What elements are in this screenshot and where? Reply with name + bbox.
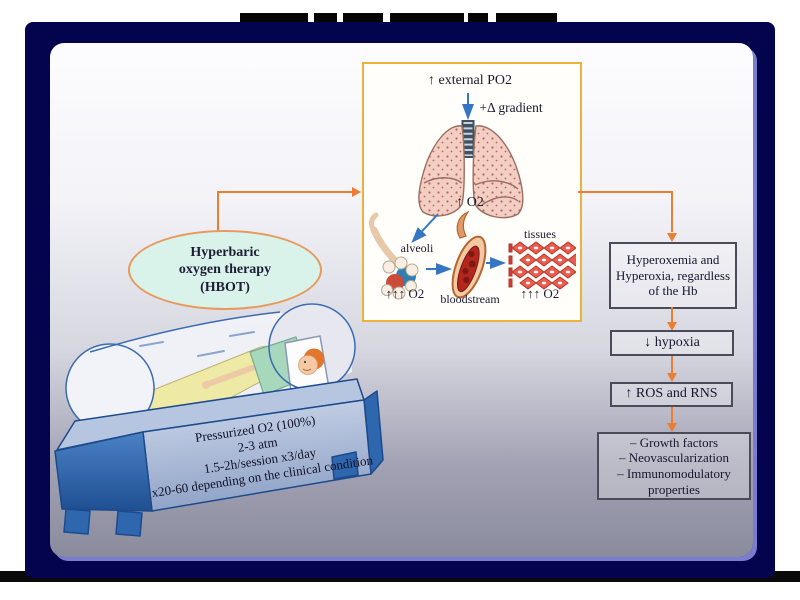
connector-e3-e4	[671, 407, 673, 423]
outcome-immunomodulatory: – Immunomodulatory properties	[617, 466, 731, 497]
tissues-o2-label: ↑↑↑ O2	[520, 286, 560, 301]
redaction-bar	[468, 13, 488, 22]
chamber-line-2: 2-3 atm	[237, 434, 279, 455]
face	[298, 355, 318, 375]
alveoli-o2-label: ↑↑↑ O2	[385, 286, 425, 301]
hbot-ellipse: Hyperbaric oxygen therapy (HBOT)	[128, 230, 322, 310]
bloodstream-label: bloodstream	[440, 292, 500, 306]
effect-box-hyperoxemia: Hyperoxemia and Hyperoxia, regardless of…	[609, 242, 737, 309]
arrowhead-into-mech	[352, 187, 361, 197]
arrowhead-e4	[667, 423, 677, 432]
redaction-bar	[496, 13, 557, 22]
external-po2-label: ↑ external PO2	[428, 73, 512, 88]
redaction-bar	[390, 13, 464, 22]
alveoli-label: alveoli	[400, 241, 434, 255]
connector-ellipse-right	[217, 191, 352, 193]
effect-box-ros-rns: ↑ ROS and RNS	[610, 382, 733, 407]
base-left-face	[54, 431, 153, 512]
effect-box-hyperoxemia-text: Hyperoxemia and Hyperoxia, regardless of…	[615, 252, 731, 299]
hand	[202, 381, 210, 389]
base-foot-3	[331, 451, 359, 480]
eye	[303, 360, 307, 364]
tube-top-edge	[89, 311, 281, 353]
effect-box-hypoxia: ↓ hypoxia	[610, 330, 734, 356]
hbot-line2: oxygen therapy	[178, 262, 272, 278]
hyperbaric-chamber-illustration: Pressurized O2 (100%) 2-3 atm 1.5-2h/ses…	[54, 303, 384, 537]
arm	[205, 365, 255, 387]
chamber-base	[54, 378, 384, 537]
mouth	[302, 368, 312, 371]
lung-o2-label: ↑ O2	[456, 195, 484, 210]
hbot-line3: (HBOT)	[200, 279, 250, 295]
connector-e2-e3	[671, 356, 673, 373]
mechanism-box: ↑ external PO2 +Δ gradient ↑ O2 alveoli …	[362, 62, 582, 322]
outcome-neovascularization: – Neovascularization	[618, 450, 730, 466]
hbot-line1: Hyperbaric	[190, 245, 260, 261]
alveoli-illustration	[368, 212, 419, 300]
redaction-bar	[240, 13, 308, 22]
connector-mech-right	[578, 191, 672, 193]
connector-e1-e2	[671, 307, 673, 322]
arrow-lungs-to-alveoli	[411, 213, 439, 243]
tissues-illustration	[508, 241, 576, 290]
effect-box-outcomes: – Growth factors – Neovascularization – …	[597, 432, 751, 500]
base-foot-2	[115, 510, 143, 537]
gradient-label: +Δ gradient	[479, 100, 543, 115]
bloodstream-illustration	[451, 210, 487, 299]
arrowhead-e2	[667, 322, 677, 331]
lungs-illustration	[418, 125, 524, 219]
base-foot-1	[63, 508, 91, 535]
outcome-growth-factors: – Growth factors	[629, 434, 719, 450]
effect-box-hypoxia-text: ↓ hypoxia	[644, 334, 700, 350]
arrowhead-e3	[667, 373, 677, 382]
connector-mech-down	[671, 191, 673, 232]
connector-ellipse-up	[217, 191, 219, 231]
redaction-bar	[314, 13, 337, 22]
tissues-label: tissues	[523, 227, 556, 241]
arrowhead-into-effect1	[667, 233, 677, 242]
effect-box-ros-rns-text: ↑ ROS and RNS	[625, 386, 718, 402]
redaction-bar	[343, 13, 383, 22]
mechanism-illustration	[368, 93, 576, 300]
